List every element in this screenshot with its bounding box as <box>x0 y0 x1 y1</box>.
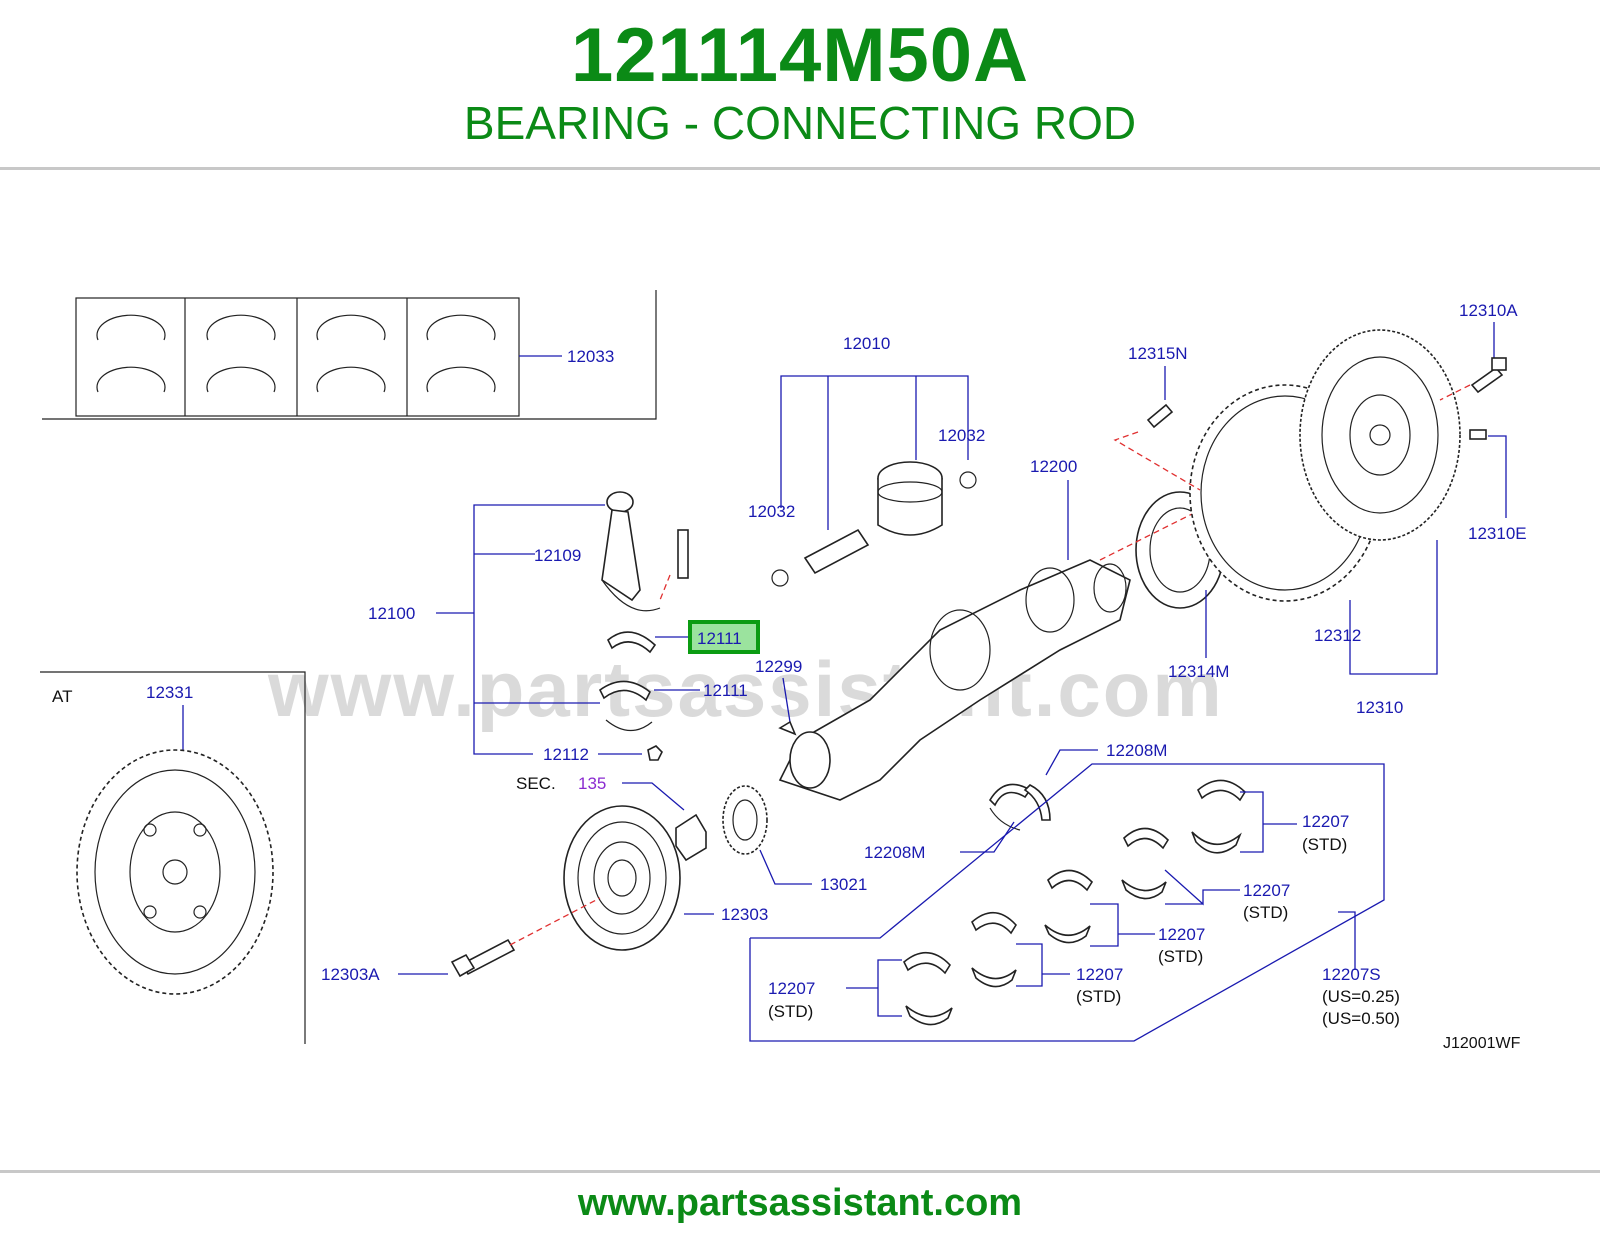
note-us-025: (US=0.25) <box>1322 987 1400 1006</box>
bolt-12315N <box>1146 403 1174 429</box>
crankshaft <box>778 559 1131 801</box>
drive-plate <box>76 749 274 995</box>
crank-pulley <box>563 805 681 951</box>
dowel-pin <box>1469 429 1487 440</box>
rod-bearing-lower <box>598 680 653 732</box>
part-name-subtitle: BEARING - CONNECTING ROD <box>463 97 1137 149</box>
callout-12032-upper[interactable]: 12032 <box>938 426 985 445</box>
callout-12033[interactable]: 12033 <box>567 347 614 366</box>
callout-12303A[interactable]: 12303A <box>321 965 380 984</box>
callout-12303[interactable]: 12303 <box>721 905 768 924</box>
section-tag-at: AT <box>52 687 72 706</box>
callout-12010[interactable]: 12010 <box>843 334 890 353</box>
main-bearings <box>903 779 1247 1026</box>
callout-12310E[interactable]: 12310E <box>1468 524 1527 543</box>
piston <box>877 461 977 536</box>
callout-12299[interactable]: 12299 <box>755 657 802 676</box>
callout-12208M-lower[interactable]: 12208M <box>864 843 925 862</box>
callout-12312[interactable]: 12312 <box>1314 626 1361 645</box>
callout-12112[interactable]: 12112 <box>543 745 589 764</box>
callout-12207S[interactable]: 12207S <box>1322 965 1381 984</box>
callout-12207-d[interactable]: 12207 <box>1076 965 1123 984</box>
header-divider <box>0 167 1600 170</box>
callout-12207-a[interactable]: 12207 <box>1302 812 1349 831</box>
flywheel-bolt <box>1470 357 1507 394</box>
note-std-c: (STD) <box>1158 947 1203 966</box>
callout-12032-lower[interactable]: 12032 <box>748 502 795 521</box>
highlight-box-12111[interactable] <box>688 620 760 654</box>
callout-12207-b[interactable]: 12207 <box>1243 881 1290 900</box>
callout-12208M-upper[interactable]: 12208M <box>1106 741 1167 760</box>
pulley-bolt <box>450 938 516 978</box>
page-header: 121114M50A BEARING - CONNECTING ROD <box>0 0 1600 168</box>
callout-12200[interactable]: 12200 <box>1030 457 1077 476</box>
crank-nut <box>675 813 707 862</box>
callout-12100[interactable]: 12100 <box>368 604 415 623</box>
piston-ring-set-box <box>42 290 657 420</box>
sec-label: SEC. <box>516 774 556 793</box>
crank-sprocket <box>722 785 768 855</box>
callout-12310A[interactable]: 12310A <box>1459 301 1518 320</box>
watermark-text: www.partsassistant.com <box>267 645 1224 733</box>
note-std-d: (STD) <box>1076 987 1121 1006</box>
callout-13021[interactable]: 13021 <box>820 875 867 894</box>
callout-12315N[interactable]: 12315N <box>1128 344 1188 363</box>
thrust-bearings <box>988 783 1051 831</box>
part-number-title: 121114M50A <box>571 13 1029 98</box>
footer-url-link[interactable]: www.partsassistant.com <box>577 1182 1023 1224</box>
sec-number-link[interactable]: 135 <box>578 774 606 793</box>
note-std-a: (STD) <box>1302 835 1347 854</box>
note-std-b: (STD) <box>1243 903 1288 922</box>
callout-12310[interactable]: 12310 <box>1356 698 1403 717</box>
note-us-050: (US=0.50) <box>1322 1009 1400 1028</box>
callout-12207-e[interactable]: 12207 <box>768 979 815 998</box>
note-std-e: (STD) <box>768 1002 813 1021</box>
rod-bearing-upper <box>606 631 657 654</box>
flywheel <box>1299 329 1461 541</box>
callout-12111-highlighted[interactable]: 12111 <box>697 629 742 648</box>
connecting-rod <box>601 491 689 612</box>
callout-12331[interactable]: 12331 <box>146 683 193 702</box>
callout-12207-c[interactable]: 12207 <box>1158 925 1205 944</box>
callout-12109[interactable]: 12109 <box>534 546 581 565</box>
callout-12111[interactable]: 12111 <box>703 681 748 700</box>
footer-divider <box>0 1170 1600 1173</box>
rod-nut <box>647 745 663 761</box>
piston-pin <box>771 528 870 587</box>
callout-12314M[interactable]: 12314M <box>1168 662 1229 681</box>
diagram-code: J12001WF <box>1443 1035 1521 1052</box>
